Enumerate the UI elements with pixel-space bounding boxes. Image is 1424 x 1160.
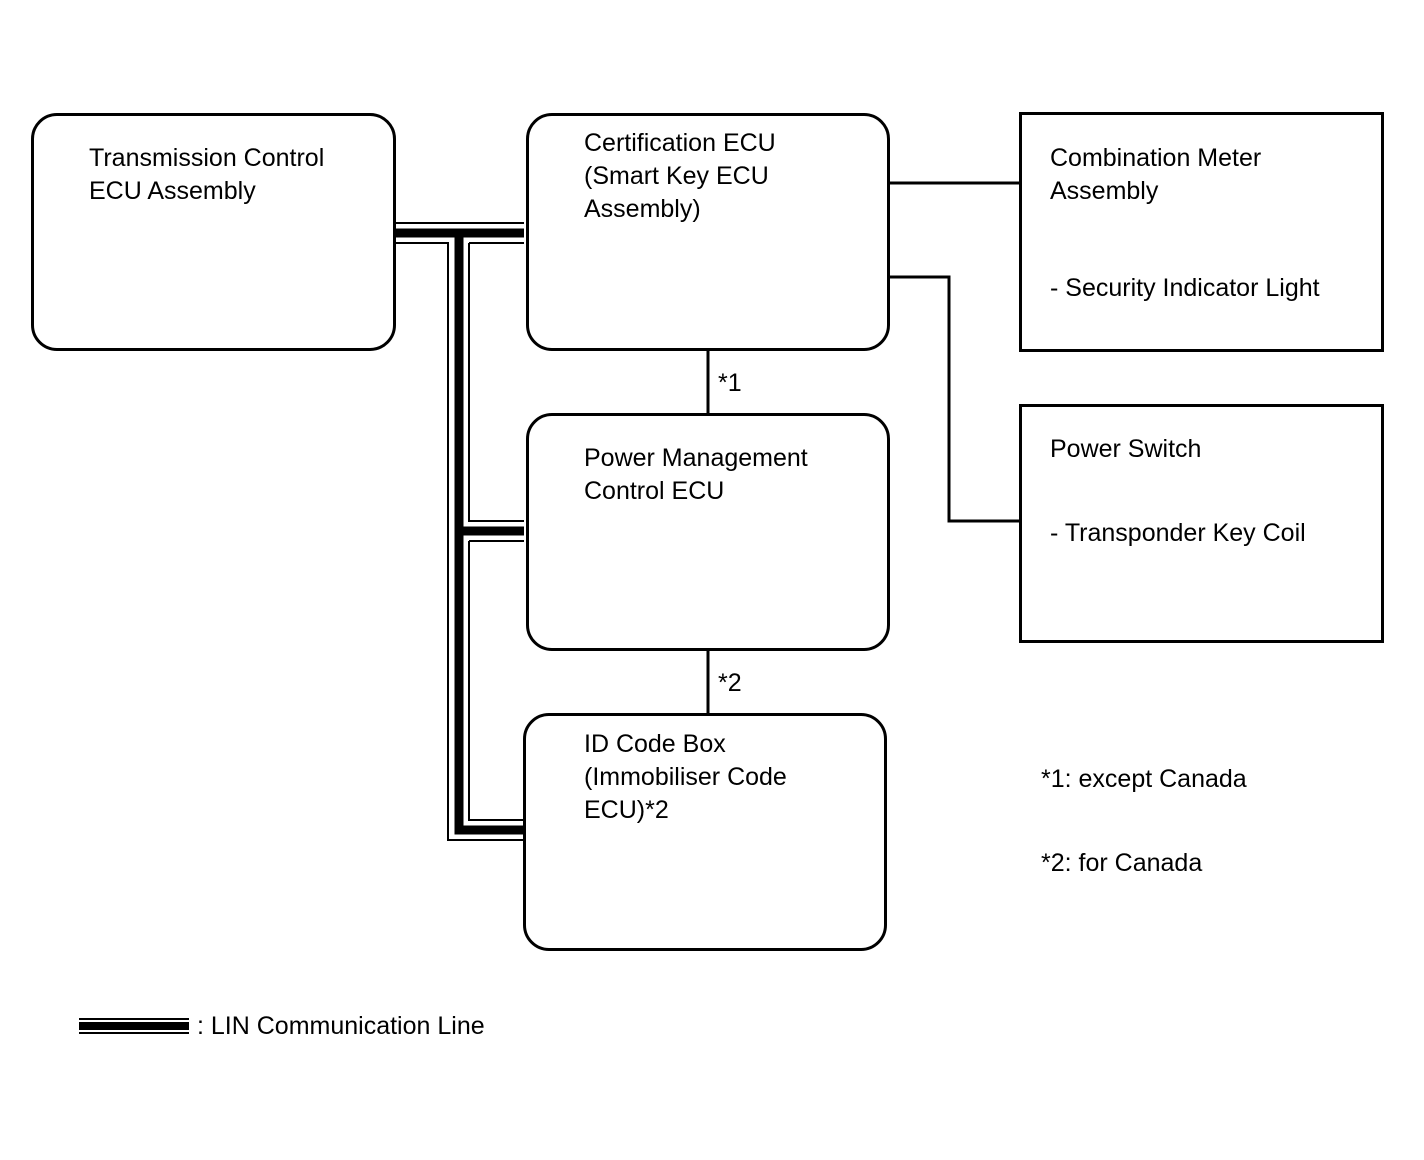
legend-label: : LIN Communication Line bbox=[197, 1012, 485, 1040]
power-management-ecu-box bbox=[526, 413, 890, 651]
certification-ecu-label: Certification ECU (Smart Key ECU Assembl… bbox=[584, 127, 776, 226]
tcu-line1: Transmission Control bbox=[89, 144, 325, 172]
lin-bus-lines bbox=[396, 222, 524, 841]
power-management-ecu-label: Power Management Control ECU bbox=[584, 442, 808, 508]
idbox-line1: ID Code Box bbox=[584, 730, 726, 758]
combination-meter-box bbox=[1019, 112, 1384, 352]
pm-line1: Power Management bbox=[584, 444, 808, 472]
tcu-line2: ECU Assembly bbox=[89, 177, 256, 205]
id-code-box bbox=[523, 713, 887, 951]
certification-ecu-box bbox=[526, 113, 890, 351]
footnote-2: *2: for Canada bbox=[1041, 849, 1203, 877]
cert-line1: Certification ECU bbox=[584, 129, 776, 157]
power-switch-label: Power Switch bbox=[1050, 435, 1202, 463]
legend-line-sample bbox=[79, 1018, 189, 1034]
idbox-line2: (Immobiliser Code bbox=[584, 763, 787, 791]
power-switch-box bbox=[1019, 404, 1384, 643]
transmission-control-ecu-label: Transmission Control ECU Assembly bbox=[89, 142, 324, 208]
link-label-2: *2 bbox=[718, 669, 742, 697]
signal-lines bbox=[706, 181, 1020, 713]
meter-line2: Assembly bbox=[1050, 177, 1159, 205]
link-label-1: *1 bbox=[718, 369, 742, 397]
meter-line1: Combination Meter bbox=[1050, 144, 1262, 172]
cert-line3: Assembly) bbox=[584, 195, 701, 223]
footnote-1: *1: except Canada bbox=[1041, 765, 1247, 793]
transmission-control-ecu-box bbox=[31, 113, 396, 351]
cert-line2: (Smart Key ECU bbox=[584, 162, 769, 190]
id-code-box-label: ID Code Box (Immobiliser Code ECU)*2 bbox=[584, 728, 787, 827]
combination-meter-label: Combination Meter Assembly bbox=[1050, 142, 1261, 208]
idbox-line3: ECU)*2 bbox=[584, 796, 669, 824]
pm-line2: Control ECU bbox=[584, 477, 725, 505]
transponder-key-coil-label: - Transponder Key Coil bbox=[1050, 519, 1306, 547]
security-indicator-label: - Security Indicator Light bbox=[1050, 274, 1320, 302]
